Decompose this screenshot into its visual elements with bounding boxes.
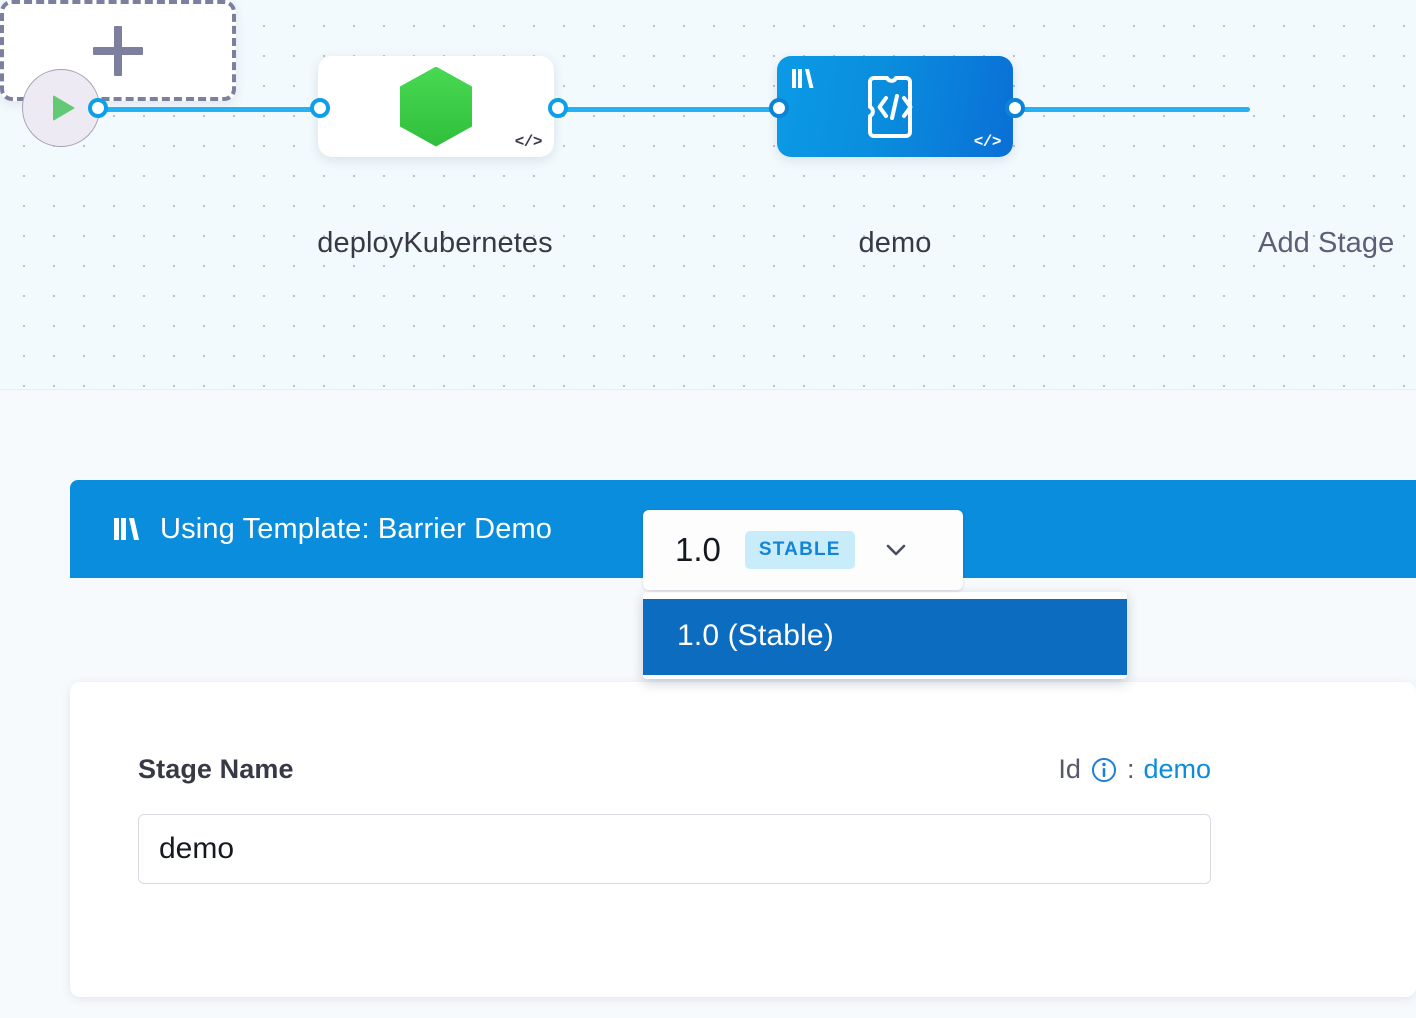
harness-cd-hexagon-icon	[400, 66, 472, 147]
stage-node-demo[interactable]: </>	[777, 56, 1013, 157]
stage-label-deploykubernetes: deployKubernetes	[317, 227, 553, 259]
stage-label-demo: demo	[858, 227, 932, 259]
stage-name-label: Stage Name	[138, 754, 294, 784]
stage-name-field-header: Stage Name Id : demo	[138, 754, 1211, 785]
pipeline-start-node[interactable]	[22, 69, 100, 147]
chevron-down-icon[interactable]	[881, 535, 911, 565]
demo-input-port[interactable]	[769, 98, 789, 118]
stage-id-separator: :	[1126, 754, 1135, 784]
demo-output-port[interactable]	[1005, 98, 1025, 118]
connector-deploy-to-demo	[548, 107, 788, 112]
custom-stage-puzzle-code-icon	[868, 75, 913, 138]
code-icon: </>	[514, 133, 543, 151]
stage-id-label: Id	[1058, 754, 1081, 784]
stage-node-deploykubernetes[interactable]: </>	[318, 56, 554, 157]
add-stage-label: Add Stage	[1258, 227, 1395, 259]
deploykubernetes-output-port[interactable]	[548, 98, 568, 118]
stage-id-value: demo	[1143, 754, 1211, 784]
template-version-option[interactable]: 1.0 (Stable)	[643, 599, 1127, 675]
connector-start-to-deploy	[96, 107, 328, 112]
start-node-output-port[interactable]	[88, 98, 108, 118]
info-circle-icon[interactable]	[1090, 756, 1118, 784]
play-icon	[53, 95, 75, 121]
template-version-value: 1.0	[675, 531, 721, 568]
plus-icon	[91, 24, 145, 78]
stage-name-input[interactable]	[138, 814, 1211, 884]
template-version-selector[interactable]: 1.0 STABLE	[643, 510, 963, 590]
connector-demo-to-add	[1004, 107, 1250, 112]
template-banner-text: Using Template: Barrier Demo	[160, 512, 553, 545]
template-version-dropdown-menu[interactable]: 1.0 (Stable)	[643, 592, 1127, 679]
template-version-stable-badge: STABLE	[744, 531, 855, 569]
stage-details-card: Stage Name Id : demo	[70, 682, 1416, 997]
stage-id-row: Id : demo	[1058, 754, 1211, 785]
template-library-icon	[112, 514, 142, 544]
deploykubernetes-input-port[interactable]	[310, 98, 330, 118]
template-library-icon	[790, 66, 816, 97]
pipeline-canvas[interactable]: </> deployKubernetes </>	[0, 0, 1416, 390]
code-icon: </>	[973, 133, 1002, 151]
